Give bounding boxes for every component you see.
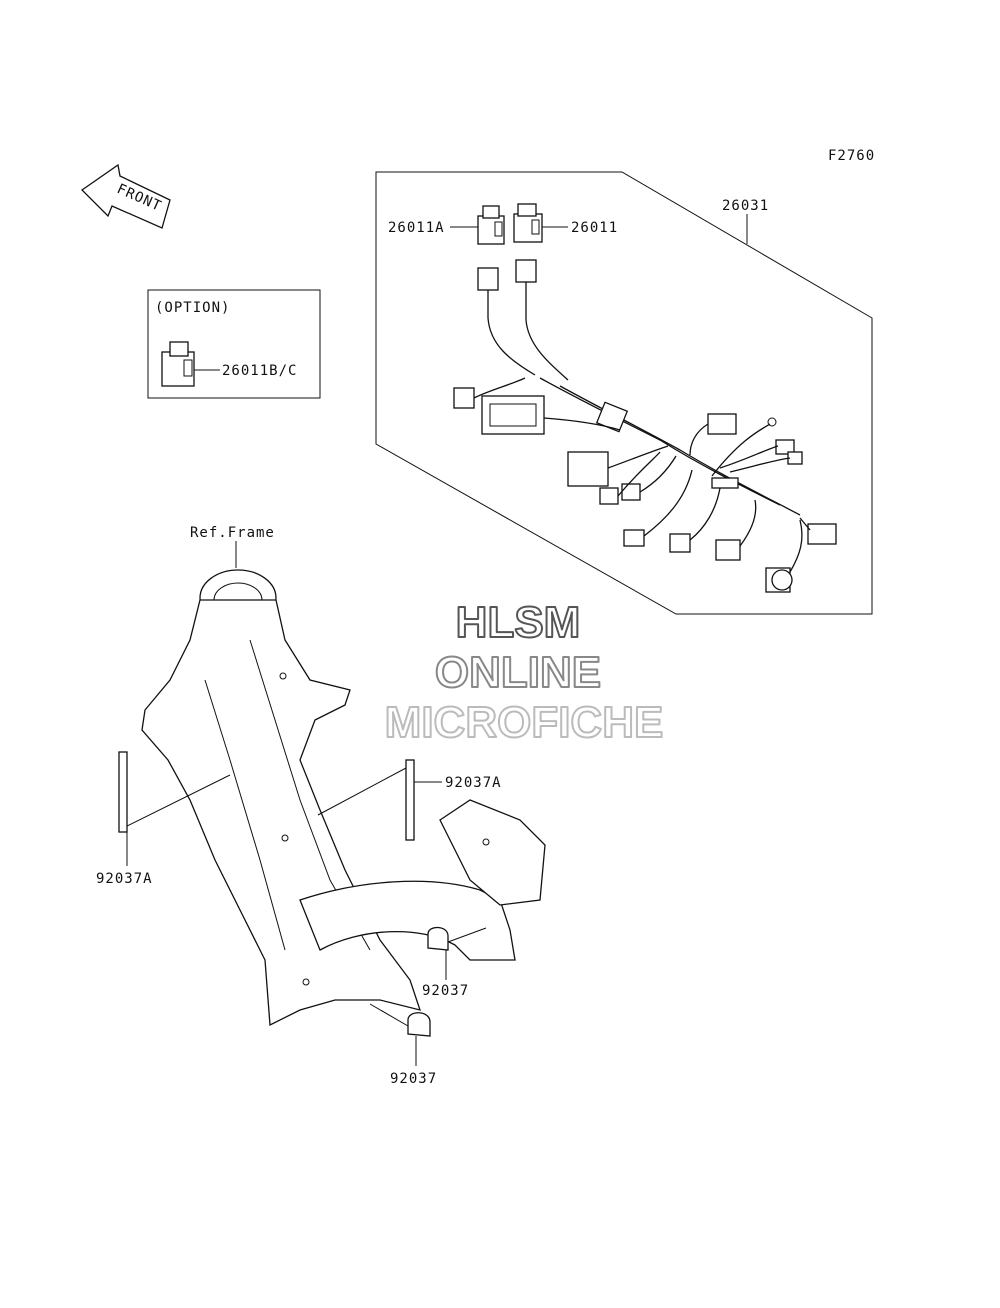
relay-option-icon: [161, 341, 195, 387]
relay-icon: [513, 203, 543, 243]
watermark-line1: HLSM: [456, 598, 581, 647]
front-arrow-icon: FRONT: [80, 163, 171, 229]
band-right-icon: [317, 759, 415, 841]
option-box: [147, 289, 321, 399]
figure-code: F2760: [828, 148, 875, 164]
part-label-26011bc: 26011B/C: [222, 363, 297, 379]
part-label-26011: 26011: [571, 220, 618, 236]
part-label-92037a-right: 92037A: [445, 775, 502, 791]
option-box-title: (OPTION): [155, 300, 230, 316]
wiring-harness-icon: [453, 259, 837, 593]
ref-frame-label: Ref.Frame: [190, 525, 275, 541]
part-label-92037-upper: 92037: [422, 983, 469, 999]
band-left-icon: [118, 751, 231, 833]
watermark-line3: MICROFICHE: [385, 698, 664, 747]
harness-callout-box: [375, 171, 873, 615]
motorcycle-frame-icon: [141, 569, 546, 1027]
watermark-line2: ONLINE: [435, 648, 601, 697]
part-label-92037a-left: 92037A: [96, 871, 153, 887]
part-label-92037-lower: 92037: [390, 1071, 437, 1087]
clamp-upper-icon: [427, 926, 487, 951]
part-label-26031: 26031: [722, 198, 769, 214]
clamp-lower-icon: [369, 1003, 431, 1037]
part-label-26011a: 26011A: [388, 220, 445, 236]
relay-a-icon: [477, 205, 505, 245]
